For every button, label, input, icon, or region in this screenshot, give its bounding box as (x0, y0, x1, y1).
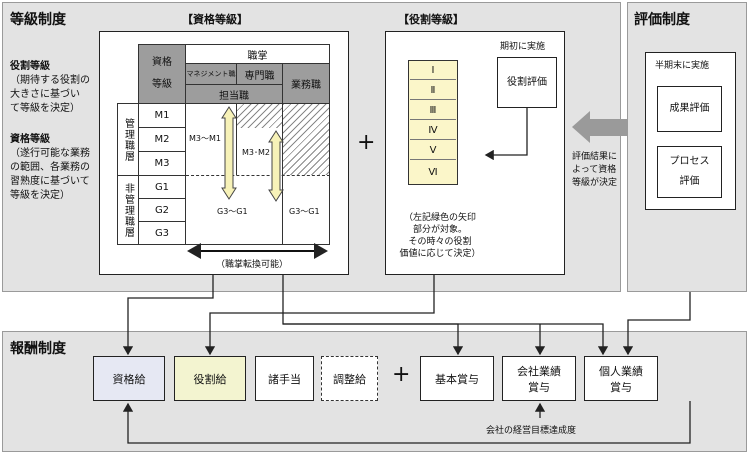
role-pay-box: 役割給 (174, 356, 246, 401)
grade-label: M2 (154, 134, 170, 145)
matrix-divider-1 (236, 104, 237, 175)
hatched-area-specialist (236, 104, 282, 128)
role-target-arrow-left (221, 106, 237, 200)
role-note-line: 部分が対象。 (412, 225, 467, 235)
qual-grade-note-line: の範囲、各業務の (10, 162, 90, 173)
qual-grade-note-line: 習熟度に基づいて (10, 176, 90, 187)
office-header-cell: 業務職 (282, 63, 330, 104)
role-note-line: （左記緑色の矢印 (403, 213, 476, 223)
company-bonus-label: 会社業績 賞与 (517, 364, 561, 394)
grade-label: G2 (154, 204, 170, 216)
adjustment-label: 調整給 (333, 372, 366, 386)
role-level: Ⅰ (410, 62, 456, 80)
process-eval-label: プロセス 評価 (669, 156, 710, 187)
grade-cell-g3: G3 (138, 221, 186, 245)
grade-system-heading: 等級制度 (10, 12, 66, 28)
qual-to-basebonus-arrow (282, 275, 464, 356)
range-m3-m1: M3〜M1 (189, 134, 221, 143)
transfer-label: （職掌転換可能） (216, 260, 289, 270)
eval-result-note: 評価結果に よって資格 等級が決定 (572, 151, 632, 190)
grade-label: G1 (154, 181, 170, 193)
evaluation-heading: 評価制度 (634, 12, 690, 28)
role-level: Ⅴ (410, 142, 456, 160)
range-g3-g1-b: G3〜G1 (289, 207, 320, 216)
grade-cell-m1: M1 (138, 103, 186, 128)
hatched-area-office (283, 104, 329, 175)
performance-eval-label: 成果評価 (669, 103, 710, 114)
allowances-label: 諸手当 (268, 372, 301, 386)
office-header: 業務職 (291, 80, 321, 91)
eval-note-line: 等級が決定 (572, 178, 618, 188)
matrix-divider-2 (282, 104, 283, 245)
role-grade-note-line: 大きさに基づい (10, 89, 80, 100)
group-mgmt-label: 管理職層 (122, 117, 134, 162)
role-grade-title: 【役割等級】 (398, 13, 464, 26)
process-eval-box: プロセス 評価 (657, 146, 722, 198)
grade-header: 資格 等級 (152, 57, 172, 90)
individual-bonus-label: 個人業績 賞与 (599, 364, 643, 394)
qual-to-qualpay-arrow (122, 275, 214, 356)
individual-bonus-box: 個人業績 賞与 (584, 356, 658, 401)
eval-to-indbonus-arrow (622, 292, 691, 356)
qual-pay-box: 資格給 (93, 356, 165, 401)
grade-label: G3 (154, 227, 170, 239)
role-level: Ⅵ (410, 162, 456, 182)
grade-label: M3 (154, 158, 170, 169)
qual-to-indbonus-arrow (283, 323, 609, 356)
role-eval-arrow (484, 108, 528, 161)
role-note-line: その時々の役割 (408, 237, 472, 247)
qual-grade-note-title: 資格等級 (10, 134, 50, 145)
grade-header-cell: 資格 等級 (138, 44, 186, 104)
role-level: Ⅳ (410, 122, 456, 140)
compensation-heading: 報酬制度 (10, 341, 66, 357)
company-bonus-box: 会社業績 賞与 (502, 356, 576, 401)
grade-cell-g1: G1 (138, 175, 186, 199)
qual-grade-note-line: （遂行可能な業務 (10, 148, 90, 159)
grade-cell-g2: G2 (138, 198, 186, 222)
qual-grade-note-line: 等級を決定） (10, 190, 70, 201)
base-bonus-box: 基本賞与 (420, 356, 494, 401)
allowances-box: 諸手当 (255, 356, 314, 401)
evaluation-timing: 半期末に実施 (655, 61, 710, 71)
mgmt-header: マネジメント職 (186, 70, 236, 78)
role-grade-note: 役割等級 （期待する役割の 大きさに基づい て等級を決定） (10, 60, 100, 116)
matrix-dash-line (186, 175, 330, 176)
feedback-arrow (122, 401, 691, 444)
role-grade-note-text: （左記緑色の矢印 部分が対象。 その時々の役割 価値に応じて決定） (390, 212, 490, 260)
role-level: Ⅱ (410, 82, 456, 100)
qual-pay-label: 資格給 (112, 372, 146, 386)
group-nonmgmt-label: 非管理職層 (122, 182, 134, 238)
range-g3-g1-a: G3〜G1 (217, 207, 248, 216)
role-level: Ⅲ (410, 102, 456, 120)
eval-note-line: よって資格 (572, 165, 617, 175)
role-eval-box: 役割評価 (497, 57, 557, 108)
charge-header: 担当職 (219, 90, 249, 102)
grade-label: M1 (154, 110, 170, 121)
base-bonus-label: 基本賞与 (435, 372, 479, 386)
plus-sign: + (357, 130, 376, 155)
specialist-header: 専門職 (244, 70, 275, 82)
qual-grade-title: 【資格等級】 (182, 13, 248, 26)
role-note-line: 価値に応じて決定） (399, 249, 481, 259)
performance-eval-box: 成果評価 (657, 86, 722, 132)
grade-cell-m2: M2 (138, 127, 186, 152)
big-gray-arrow (572, 111, 628, 143)
role-grade-note-line: （期待する役割の (10, 75, 90, 86)
qual-grade-note: 資格等級 （遂行可能な業務 の範囲、各業務の 習熟度に基づいて 等級を決定） (10, 133, 102, 203)
adjustment-box: 調整給 (321, 356, 378, 401)
role-to-rolepay-arrow (204, 275, 435, 356)
role-grade-note-title: 役割等級 (10, 61, 50, 72)
role-target-arrow-right (268, 130, 284, 202)
role-grade-note-line: て等級を決定） (10, 103, 80, 114)
plus-sign-compensation: + (392, 362, 411, 387)
job-header: 職掌 (247, 50, 268, 62)
company-goal-label: 会社の経営目標達成度 (486, 426, 577, 436)
role-eval-label: 役割評価 (507, 76, 547, 88)
eval-note-line: 評価結果に (572, 152, 618, 162)
role-eval-timing: 期初に実施 (500, 42, 546, 52)
role-pay-label: 役割給 (193, 372, 227, 386)
range-m3-m2: M3･M2 (242, 148, 270, 157)
